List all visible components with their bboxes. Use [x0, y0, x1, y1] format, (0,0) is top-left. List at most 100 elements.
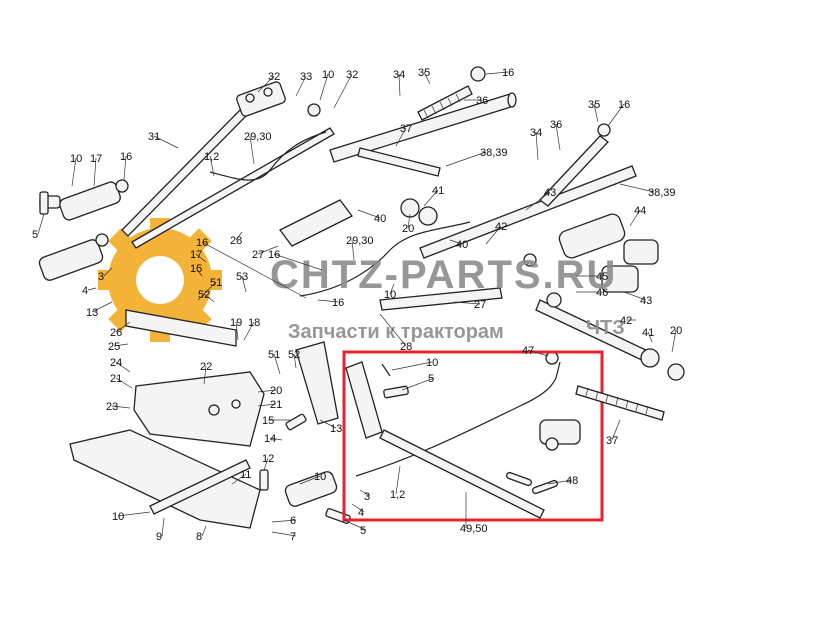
callout-label: 32 — [268, 71, 280, 83]
lever-29-30-upper — [209, 131, 327, 181]
rod-49-50[interactable] — [379, 429, 545, 519]
leader-line — [423, 189, 439, 207]
lever-27-right — [379, 287, 503, 311]
callout-label: 27 — [474, 299, 486, 311]
leader-line — [203, 293, 215, 303]
leader-line — [623, 291, 647, 301]
callout-label: 17 — [90, 153, 102, 165]
callout-label: 40 — [374, 213, 386, 225]
watermark-sub-right: ЧТЗ — [586, 317, 625, 339]
leader-line — [453, 301, 481, 305]
callout-label: 3 — [364, 491, 370, 503]
fork-4-highlight[interactable] — [539, 419, 581, 445]
leader-line — [671, 329, 677, 353]
lever-27 — [279, 199, 353, 247]
leader-line — [115, 361, 131, 373]
leader-line — [359, 489, 371, 497]
callout-label: 11 — [240, 469, 251, 481]
callout-label: 20 — [670, 325, 682, 337]
callout-label: 41 — [432, 185, 444, 197]
highlighted-assembly[interactable] — [342, 350, 665, 522]
cotter-10-highlight[interactable] — [381, 363, 391, 377]
callout-label: 16 — [268, 249, 280, 261]
leader-line — [391, 361, 433, 371]
leader-line — [423, 71, 431, 85]
bolt-5-highlight[interactable] — [383, 385, 409, 399]
leader-line — [231, 473, 247, 485]
callout-label: 52 — [288, 349, 300, 361]
callout-label: 46 — [596, 287, 608, 299]
bracket-8 — [69, 429, 261, 529]
watermark-sub-left: Запчасти к тракторам — [288, 321, 504, 343]
callout-label: 43 — [544, 187, 556, 199]
callout-label: 4 — [82, 285, 88, 297]
leader-line — [115, 377, 133, 389]
pin-48-a[interactable] — [505, 471, 533, 487]
leader-line — [249, 135, 255, 165]
callout-label: 38,39 — [648, 187, 676, 199]
callout-label: 16 — [502, 67, 514, 79]
callout-label: 10 — [384, 289, 396, 301]
callout-label: 21 — [110, 373, 122, 385]
nut-16-top — [470, 66, 486, 82]
leader-line — [153, 135, 179, 149]
leader-line — [333, 73, 353, 109]
callout-label: 9 — [156, 531, 162, 543]
leader-line — [271, 531, 297, 537]
shaft-38-39-lower — [419, 165, 637, 259]
leader-line — [555, 123, 561, 151]
callout-label: 28 — [400, 341, 412, 353]
leader-line — [243, 321, 255, 341]
leader-line — [241, 275, 247, 293]
callout-label: 34 — [530, 127, 542, 139]
leader-line — [201, 241, 307, 299]
callout-label: 14 — [264, 433, 276, 445]
callout-label: 1,2 — [390, 489, 405, 501]
callout-label: 13 — [330, 423, 342, 435]
leader-line — [161, 517, 165, 537]
leader-line — [195, 253, 207, 263]
callout-label: 15 — [262, 415, 274, 427]
leader-line — [197, 281, 217, 301]
callout-label: 5 — [360, 525, 366, 537]
spring-36-upper — [417, 85, 473, 121]
lever-3-highlight[interactable] — [345, 361, 383, 439]
leader-line — [527, 349, 549, 357]
spring-37-highlight[interactable] — [575, 385, 665, 421]
leader-line — [351, 503, 365, 513]
leader-line — [398, 73, 401, 97]
leader-line — [37, 213, 45, 235]
callout-label: 29,30 — [244, 131, 272, 143]
leader-lines — [37, 71, 677, 537]
callout-label: 16 — [332, 297, 344, 309]
leader-line — [263, 457, 269, 471]
housing-23 — [133, 371, 265, 447]
leader-line — [115, 321, 131, 333]
callout-label: 7 — [290, 531, 296, 543]
bolt-5-upper — [39, 191, 49, 215]
pin-48-b[interactable] — [531, 479, 559, 495]
leader-line — [123, 155, 127, 181]
leader-line — [271, 519, 297, 523]
callout-label: 16 — [618, 99, 630, 111]
spring-37-upper — [357, 147, 441, 177]
lever-13 — [295, 341, 339, 425]
callout-label: 31 — [148, 131, 160, 143]
callout-label: 35 — [418, 67, 430, 79]
callout-label: 29,30 — [346, 235, 374, 247]
leader-line — [547, 479, 573, 485]
leader-line — [317, 299, 339, 303]
leader-line — [273, 253, 323, 271]
leader-line — [235, 321, 239, 341]
watermark-main: CHTZ-PARTS.RU — [270, 253, 617, 297]
callout-label: 22 — [200, 361, 212, 373]
leader-line — [525, 191, 551, 211]
leader-line — [203, 365, 207, 385]
lever-1-2-highlight[interactable] — [355, 361, 561, 477]
clevis-4-lower — [284, 471, 338, 507]
callout-label: 5 — [32, 229, 38, 241]
line-art — [38, 66, 685, 529]
callout-label: 6 — [290, 515, 296, 527]
callout-label: 43 — [640, 295, 652, 307]
callout-label: 13 — [86, 307, 98, 319]
